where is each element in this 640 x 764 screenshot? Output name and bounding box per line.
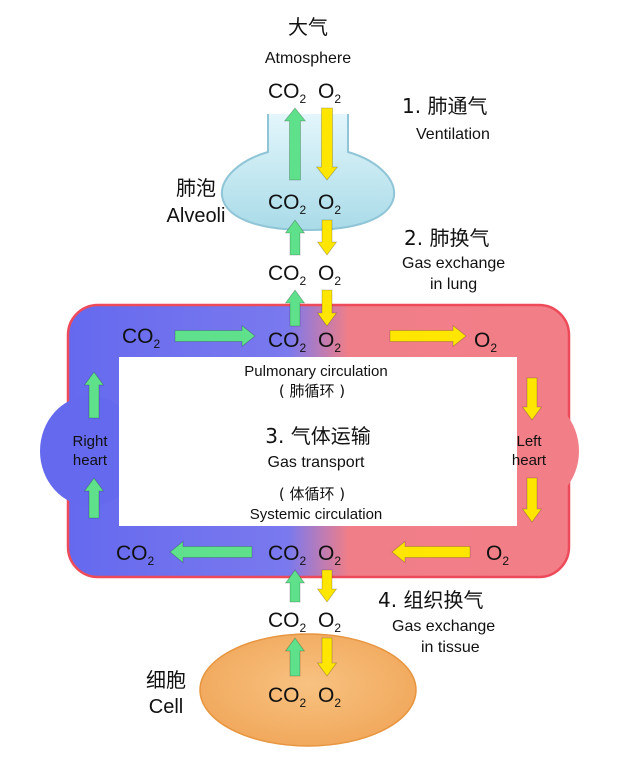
o2-to-tissue-arrow [391,540,471,564]
co2-to-right-heart-arrow [169,540,253,564]
atmosphere-o2-label: O2 [318,80,341,106]
co2-to-lung-arrow [174,324,256,348]
step2-subtitle-line1: Gas exchange [402,255,505,272]
co2-up-right-lower-arrow [83,477,105,519]
alveoli-o2-label: O2 [318,191,341,217]
pulmonary-center-co2-label: CO2 [268,329,307,355]
co2-up-right-upper-arrow [83,371,105,419]
step3-title: 3. 气体运输 [265,424,370,448]
cell-label: Cell [149,696,183,718]
capillary-lung-co2-label: CO2 [268,262,307,288]
step2-title: 2. 肺换气 [404,226,489,250]
cell-o2-label: O2 [318,684,341,710]
flow-arrows [83,107,543,677]
systemic-arterial-o2-label: O2 [486,542,509,568]
cell-co2-label: CO2 [268,684,307,710]
right-heart-label-line1: Right [72,433,108,450]
alveoli-label: Alveoli [167,205,226,227]
systemic-circulation-label-zh: ( 体循环 ) [279,485,345,503]
o2-out-systemic-arrow [316,569,338,603]
pulmonary-circulation-label: Pulmonary circulation [244,363,387,380]
co2-out-alveoli-arrow [284,219,306,256]
pulmonary-arterial-o2-label: O2 [474,329,497,355]
step4-subtitle-line1: Gas exchange [392,618,495,635]
systemic-venous-co2-label: CO2 [116,542,155,568]
o2-down-left-lower-arrow [521,477,543,523]
co2-out-lung-arrow [284,289,306,327]
left-heart-label-line1: Left [516,433,542,450]
step4-subtitle-line2: in tissue [421,639,480,656]
step3-subtitle: Gas transport [268,454,365,471]
co2-from-cell-arrow [284,637,306,677]
o2-to-left-heart-arrow [389,324,467,348]
step2-subtitle-line2: in lung [430,276,477,293]
atmosphere-label: Atmosphere [265,50,351,67]
alveoli-sac [220,114,396,232]
atmosphere-label-zh: 大气 [288,15,328,39]
cell-body [199,633,417,747]
atmosphere-co2-label: CO2 [268,80,307,106]
alveoli-co2-label: CO2 [268,191,307,217]
o2-in-lung-arrow [316,289,338,327]
systemic-center-o2-label: O2 [318,542,341,568]
cell-label-zh: 细胞 [146,668,186,692]
step1-title: 1. 肺通气 [402,94,487,118]
systemic-center-co2-label: CO2 [268,542,307,568]
loop-inner-space [119,357,517,526]
o2-in-alveoli-arrow [316,219,338,256]
o2-in-ventilation-arrow [315,107,339,181]
co2-in-systemic-arrow [284,569,306,603]
capillary-tissue-o2-label: O2 [318,609,341,635]
step4-title: 4. 组织换气 [378,588,483,612]
step1-subtitle: Ventilation [416,126,490,143]
co2-out-ventilation-arrow [283,107,307,181]
o2-down-left-upper-arrow [521,377,543,421]
right-heart-chamber [40,396,140,506]
right-heart-label-line2: heart [73,452,108,469]
o2-to-cell-arrow [316,637,338,677]
pulmonary-circulation-label-zh: ( 肺循环 ) [279,382,345,400]
pulmonary-center-o2-label: O2 [318,329,341,355]
alveoli-label-zh: 肺泡 [176,176,216,200]
circulation-loop [40,303,579,579]
capillary-tissue-co2-label: CO2 [268,609,307,635]
capillary-lung-o2-label: O2 [318,262,341,288]
left-heart-label-line2: heart [512,452,547,469]
alveolus [220,114,396,232]
systemic-circulation-label: Systemic circulation [250,506,383,523]
pulmonary-venous-co2-label: CO2 [122,325,161,351]
